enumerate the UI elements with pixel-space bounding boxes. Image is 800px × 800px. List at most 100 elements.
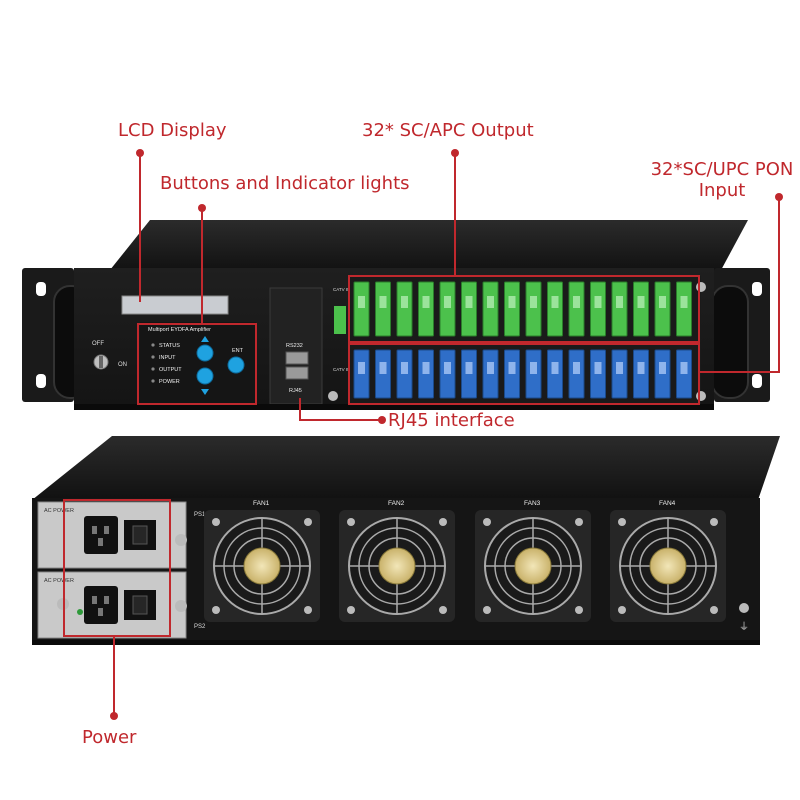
rear-unit-top (32, 436, 780, 500)
sc-apc-port[interactable] (611, 281, 628, 337)
enter-button[interactable] (227, 356, 245, 374)
inlet-pin (104, 526, 109, 534)
sc-apc-port[interactable] (375, 281, 391, 337)
screw (175, 600, 187, 612)
front-unit: OFF ON Multiport EYDFA Amplifier STATUS … (22, 220, 770, 410)
sc-apc-port[interactable] (461, 281, 477, 337)
fan-screw (710, 606, 718, 614)
fan-screw (483, 518, 491, 526)
sc-apc-port[interactable] (547, 281, 563, 337)
port-latch (465, 296, 473, 308)
port-latch (444, 362, 451, 374)
rear-bottom-edge (32, 640, 760, 645)
port-latch (422, 362, 430, 374)
ps2-label: PS2 (194, 624, 206, 630)
screw (696, 282, 706, 292)
port-latch (594, 296, 602, 308)
port-latch (616, 362, 623, 374)
fan-label: FAN1 (253, 500, 270, 507)
fan-screw (618, 606, 626, 614)
rj45-port[interactable] (285, 366, 309, 380)
port-latch (358, 362, 365, 374)
sc-apc-port[interactable] (418, 281, 434, 337)
fan-label: FAN4 (659, 500, 676, 507)
sc-apc-ports (353, 281, 692, 337)
upc-leader (699, 197, 780, 373)
catv-in1-port[interactable] (334, 306, 346, 334)
fan-screw (212, 606, 220, 614)
front-bottom-edge (74, 404, 714, 410)
power-highlight-box (63, 499, 171, 637)
sc-apc-port[interactable] (504, 281, 520, 337)
sc-apc-port[interactable] (439, 281, 456, 337)
callout-dot (198, 204, 206, 212)
down-button[interactable] (196, 367, 214, 385)
port-latch (358, 296, 365, 308)
fan-screw (710, 518, 718, 526)
catv-in2-label: CATV IN2 (333, 367, 353, 372)
fan-hub-icon (649, 547, 687, 585)
front-unit-top (110, 220, 748, 272)
ac-inlet-2[interactable] (84, 586, 118, 624)
up-arrow-icon (201, 336, 209, 342)
callout-buttons-indicators: Buttons and Indicator lights (160, 173, 410, 194)
power-led (151, 379, 155, 383)
fan-screw (304, 606, 312, 614)
fan-label: FAN2 (388, 500, 405, 507)
rocker (132, 595, 148, 615)
port-latch (444, 296, 451, 308)
callout-dot (110, 712, 118, 720)
sc-apc-port[interactable] (654, 281, 671, 337)
sc-apc-port[interactable] (590, 281, 606, 337)
up-button[interactable] (196, 344, 214, 362)
callout-sc-upc-pon-input: 32*SC/UPC PON Input (650, 159, 794, 201)
sc-apc-port[interactable] (525, 281, 542, 337)
callout-lcd-display: LCD Display (118, 120, 227, 141)
port-latch (379, 362, 387, 374)
sc-apc-port[interactable] (633, 281, 649, 337)
sc-apc-port[interactable] (482, 281, 499, 337)
interface-module (269, 287, 323, 405)
inlet-pin (92, 596, 97, 604)
sc-apc-port[interactable] (396, 281, 413, 337)
port-latch (487, 296, 494, 308)
callout-dot (451, 149, 459, 157)
callout-dot (378, 416, 386, 424)
key-switch-off-label: OFF (92, 341, 104, 347)
screw (175, 534, 187, 546)
ac-power-label: AC POWER (44, 508, 74, 514)
port-latch (616, 296, 623, 308)
callout-dots (110, 149, 783, 720)
port-latch (659, 362, 666, 374)
port-latch (637, 362, 645, 374)
port-latch (379, 296, 387, 308)
rack-hole (752, 282, 762, 296)
rack-hole (36, 374, 46, 388)
port-latch (422, 296, 430, 308)
sc-apc-port[interactable] (353, 281, 370, 337)
ac-power-label: AC POWER (44, 578, 74, 584)
sc-apc-port[interactable] (676, 281, 692, 337)
sc-apc-port[interactable] (568, 281, 585, 337)
ground-screw (739, 603, 749, 613)
key-slot (99, 356, 103, 368)
port-latch (530, 362, 537, 374)
lcd-display (121, 295, 229, 315)
port-latch (594, 362, 602, 374)
fan-hub-icon (243, 547, 281, 585)
port-latch (508, 296, 516, 308)
rs232-port[interactable] (285, 351, 309, 365)
port-latch (551, 362, 559, 374)
rs232-label: RS232 (286, 343, 303, 349)
right-handle (711, 285, 749, 399)
port-latch (680, 296, 688, 308)
buttons-highlight-box (137, 323, 257, 405)
ac-inlet-1[interactable] (84, 516, 118, 554)
input-led (151, 355, 155, 359)
rj45-label: RJ45 (289, 388, 302, 394)
inlet-pin (104, 596, 109, 604)
port-latch (487, 362, 494, 374)
port-latch (637, 296, 645, 308)
